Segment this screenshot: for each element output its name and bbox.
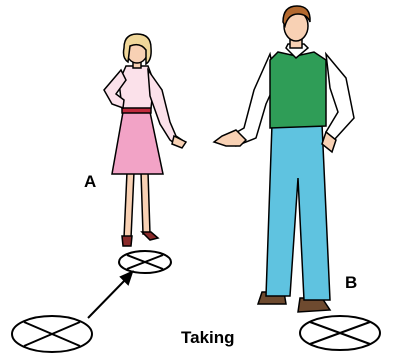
woman-figure: [104, 34, 186, 246]
label-a: A: [84, 172, 96, 192]
floor-marker-left: [12, 316, 92, 352]
movement-arrow: [88, 272, 132, 318]
floor-marker-right: [300, 316, 380, 350]
floor-marker-middle: [119, 251, 171, 273]
caption: Taking: [181, 328, 235, 348]
label-b: B: [345, 273, 357, 293]
man-figure: [214, 6, 354, 312]
